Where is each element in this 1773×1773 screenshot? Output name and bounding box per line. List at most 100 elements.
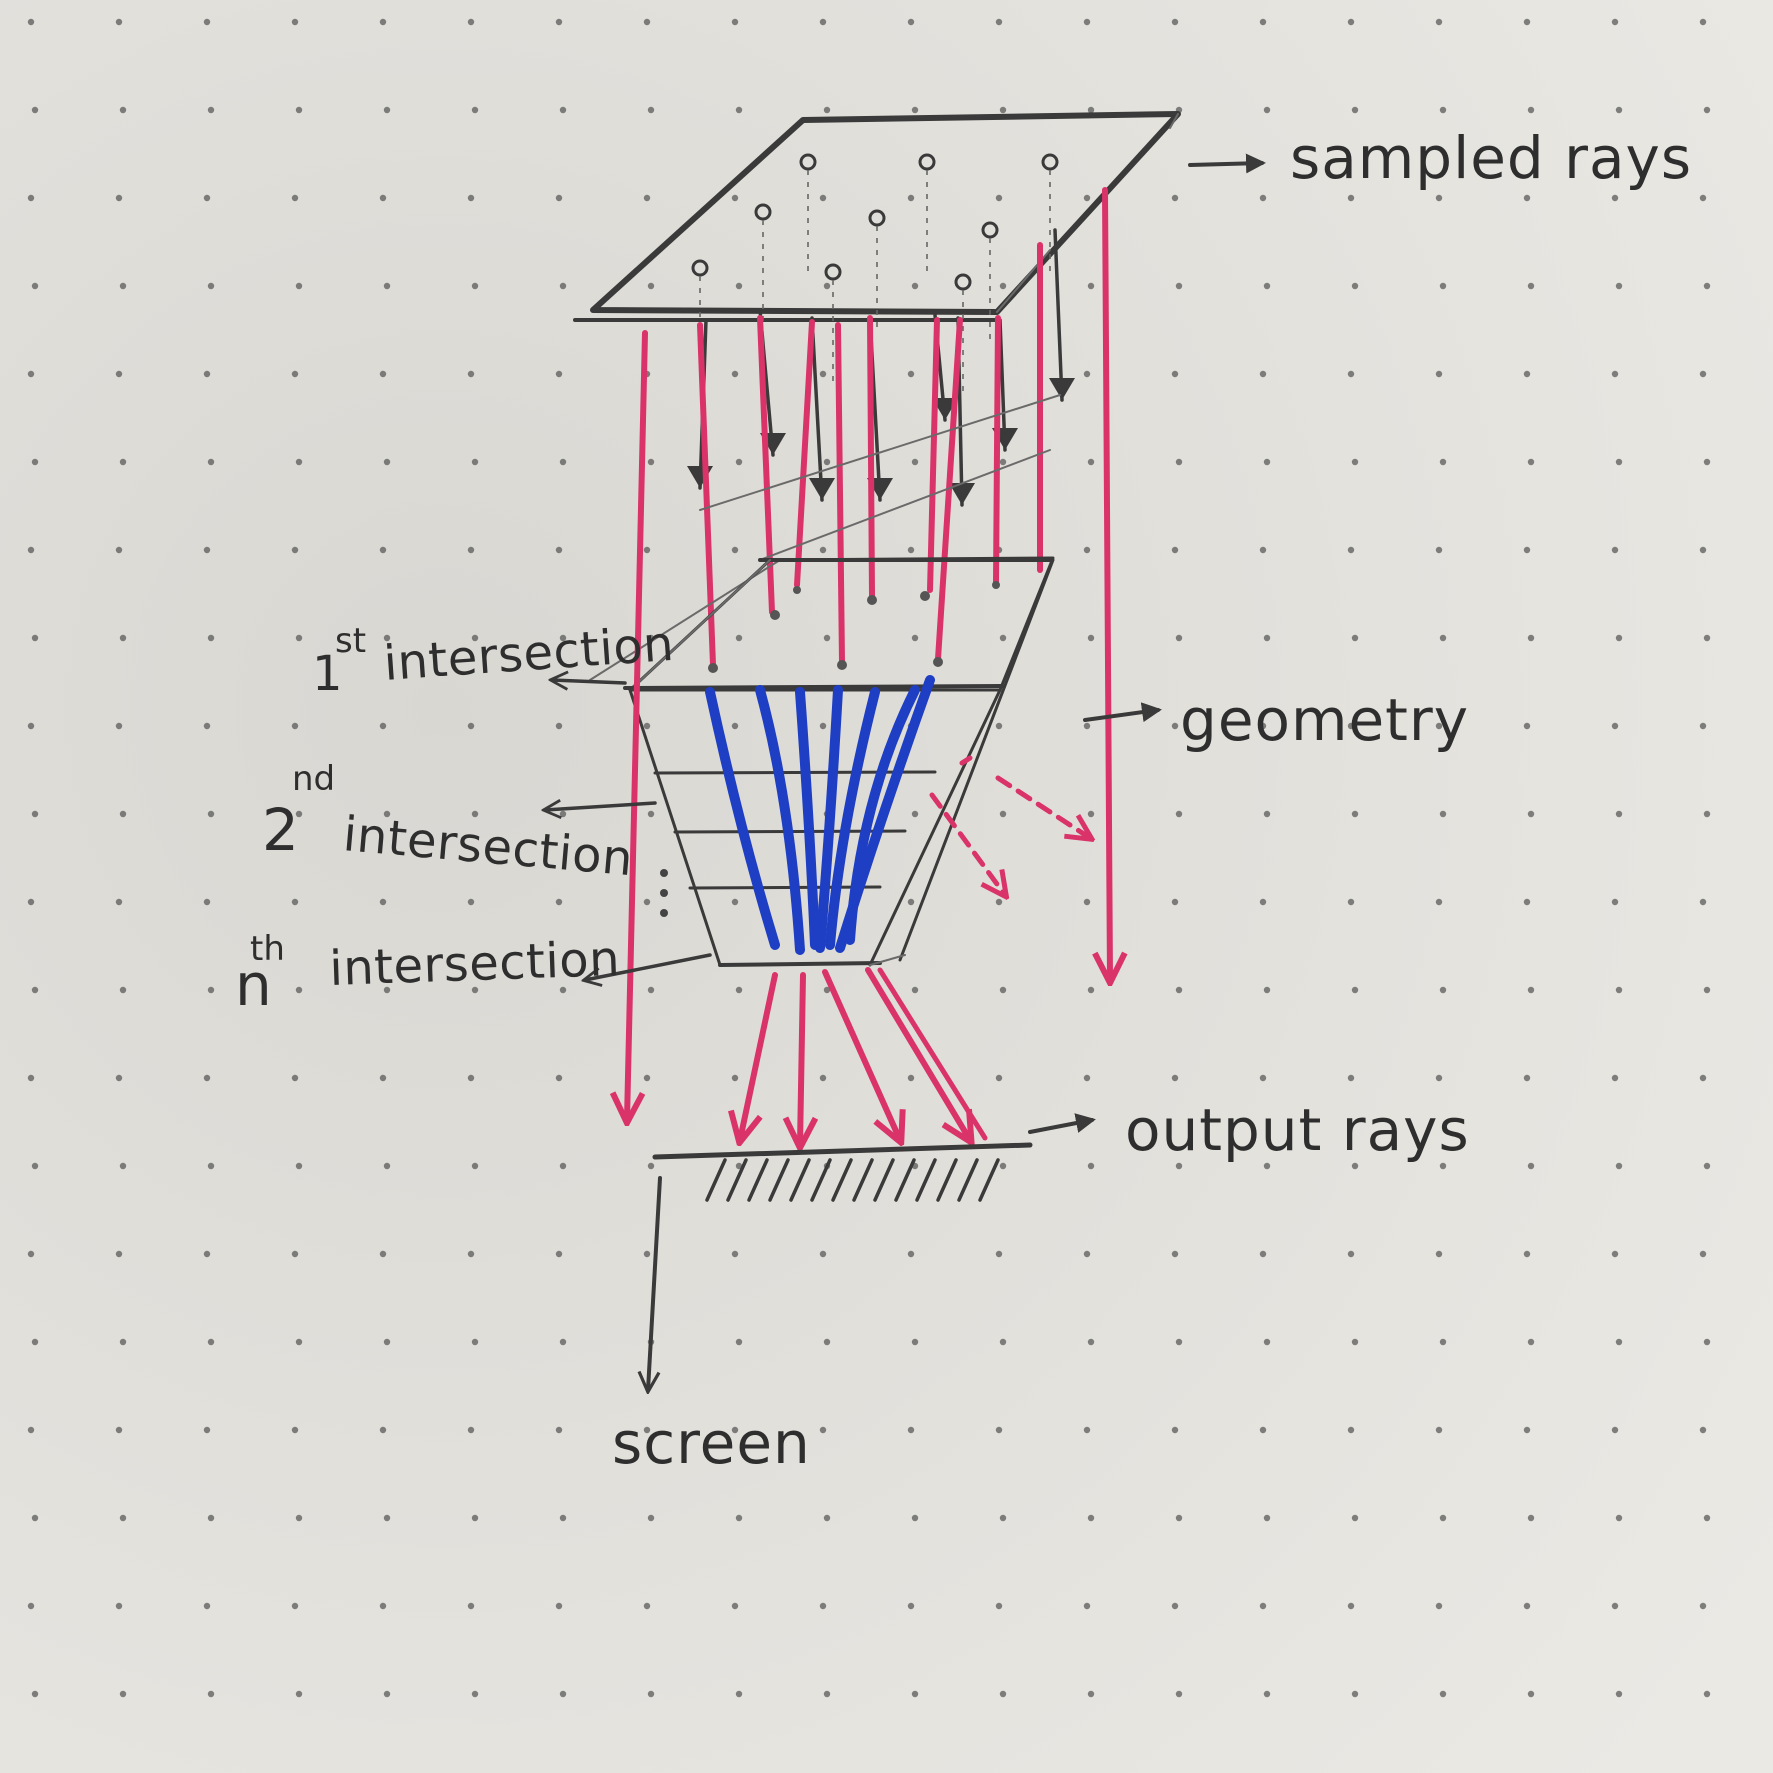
grid-dot [467, 370, 475, 378]
grid-dot [291, 1426, 299, 1434]
grid-dot [295, 1690, 303, 1698]
grid-dot [1523, 1426, 1531, 1434]
grid-dot [119, 282, 127, 290]
grid-dot [31, 106, 39, 114]
grid-dot [471, 1338, 479, 1346]
grid-dot [383, 106, 391, 114]
grid-dot [119, 458, 127, 466]
grid-dot [31, 458, 39, 466]
grid-dot [1171, 1074, 1179, 1082]
output-ray-lines [740, 967, 988, 1145]
pink-ray [927, 317, 940, 593]
grid-dot [1527, 458, 1535, 466]
pink-ray [867, 315, 875, 599]
grid-dot [911, 1690, 919, 1698]
grid-dot [1347, 546, 1355, 554]
grid-dot [1703, 106, 1711, 114]
label-second-intersection-num: 2 [262, 796, 300, 864]
grid-dot [999, 1338, 1007, 1346]
screen-hatch-line [957, 1158, 979, 1202]
screen-hatch-line [915, 1158, 937, 1202]
geometry-frustum [628, 556, 1055, 967]
grid-dot [1435, 1426, 1443, 1434]
grid-dot [1263, 1162, 1271, 1170]
grid-dot [1351, 1162, 1359, 1170]
grid-dot [27, 18, 35, 26]
grid-dot [207, 810, 215, 818]
grid-dot [735, 106, 743, 114]
grid-dot [1083, 1074, 1091, 1082]
grid-dot [1087, 1162, 1095, 1170]
blue-path [815, 685, 843, 953]
grid-dot [907, 898, 915, 906]
grid-dot [1615, 458, 1623, 466]
grid-dot [907, 1602, 915, 1610]
grid-dot [911, 282, 919, 290]
grid-dot [643, 1602, 651, 1610]
grid-dot [1259, 1426, 1267, 1434]
grid-dot [735, 986, 743, 994]
screen-hatch-line [810, 1158, 832, 1202]
blue-path [795, 687, 820, 950]
grid-dot [1347, 18, 1355, 26]
grid-dot [555, 1250, 563, 1258]
grid-dot [643, 898, 651, 906]
scattered-paths [705, 675, 935, 955]
grid-dot [1435, 18, 1443, 26]
grid-dot [1523, 546, 1531, 554]
grid-dot [999, 1162, 1007, 1170]
grid-dot [207, 106, 215, 114]
grid-dot [383, 634, 391, 642]
grid-dot [1699, 546, 1707, 554]
annotation-arrows [545, 153, 1266, 1390]
grid-dot [819, 194, 827, 202]
grid-dot [1087, 986, 1095, 994]
grid-dot [471, 1162, 479, 1170]
grid-dot [1263, 1690, 1271, 1698]
grid-dot [1171, 18, 1179, 26]
grid-dot [1263, 810, 1271, 818]
grid-dot [1699, 1426, 1707, 1434]
grid-dot [1435, 722, 1443, 730]
grid-dot [471, 810, 479, 818]
blue-path [825, 687, 880, 950]
grid-dot [995, 18, 1003, 26]
grid-dot [1259, 546, 1267, 554]
grid-dot [735, 1338, 743, 1346]
grid-dot [1439, 106, 1447, 114]
grid-dot [1083, 1250, 1091, 1258]
screen-hatch-line [705, 1158, 727, 1202]
grid-dot [647, 1690, 655, 1698]
grid-dot [1527, 1690, 1535, 1698]
grid-dot [823, 1514, 831, 1522]
grid-dot [203, 722, 211, 730]
grid-dot [1347, 898, 1355, 906]
grid-dot [555, 722, 563, 730]
grid-dot [115, 722, 123, 730]
grid-dot [115, 370, 123, 378]
grid-dot [1087, 1690, 1095, 1698]
grid-dot [1087, 282, 1095, 290]
dark-ray-head [949, 483, 975, 505]
grid-dot [383, 1162, 391, 1170]
grid-dot [735, 1690, 743, 1698]
grid-dot [291, 898, 299, 906]
grid-dot [643, 1250, 651, 1258]
grid-dot [1347, 1426, 1355, 1434]
grid-dot [1259, 1602, 1267, 1610]
label-nth-intersection: n th intersection [235, 929, 621, 1019]
grid-dot [383, 1338, 391, 1346]
screen-hatch-line [894, 1158, 916, 1202]
grid-dot [1171, 370, 1179, 378]
grid-dot [643, 18, 651, 26]
grid-dot [555, 370, 563, 378]
grid-dot [203, 1602, 211, 1610]
grid-dot [1083, 1426, 1091, 1434]
grid-dot [295, 282, 303, 290]
grid-dot [555, 194, 563, 202]
grid-dot [1435, 1074, 1443, 1082]
grid-dot [1263, 1514, 1271, 1522]
grid-dot [1523, 898, 1531, 906]
dark-ray-head [1049, 378, 1075, 400]
grid-dot [555, 18, 563, 26]
